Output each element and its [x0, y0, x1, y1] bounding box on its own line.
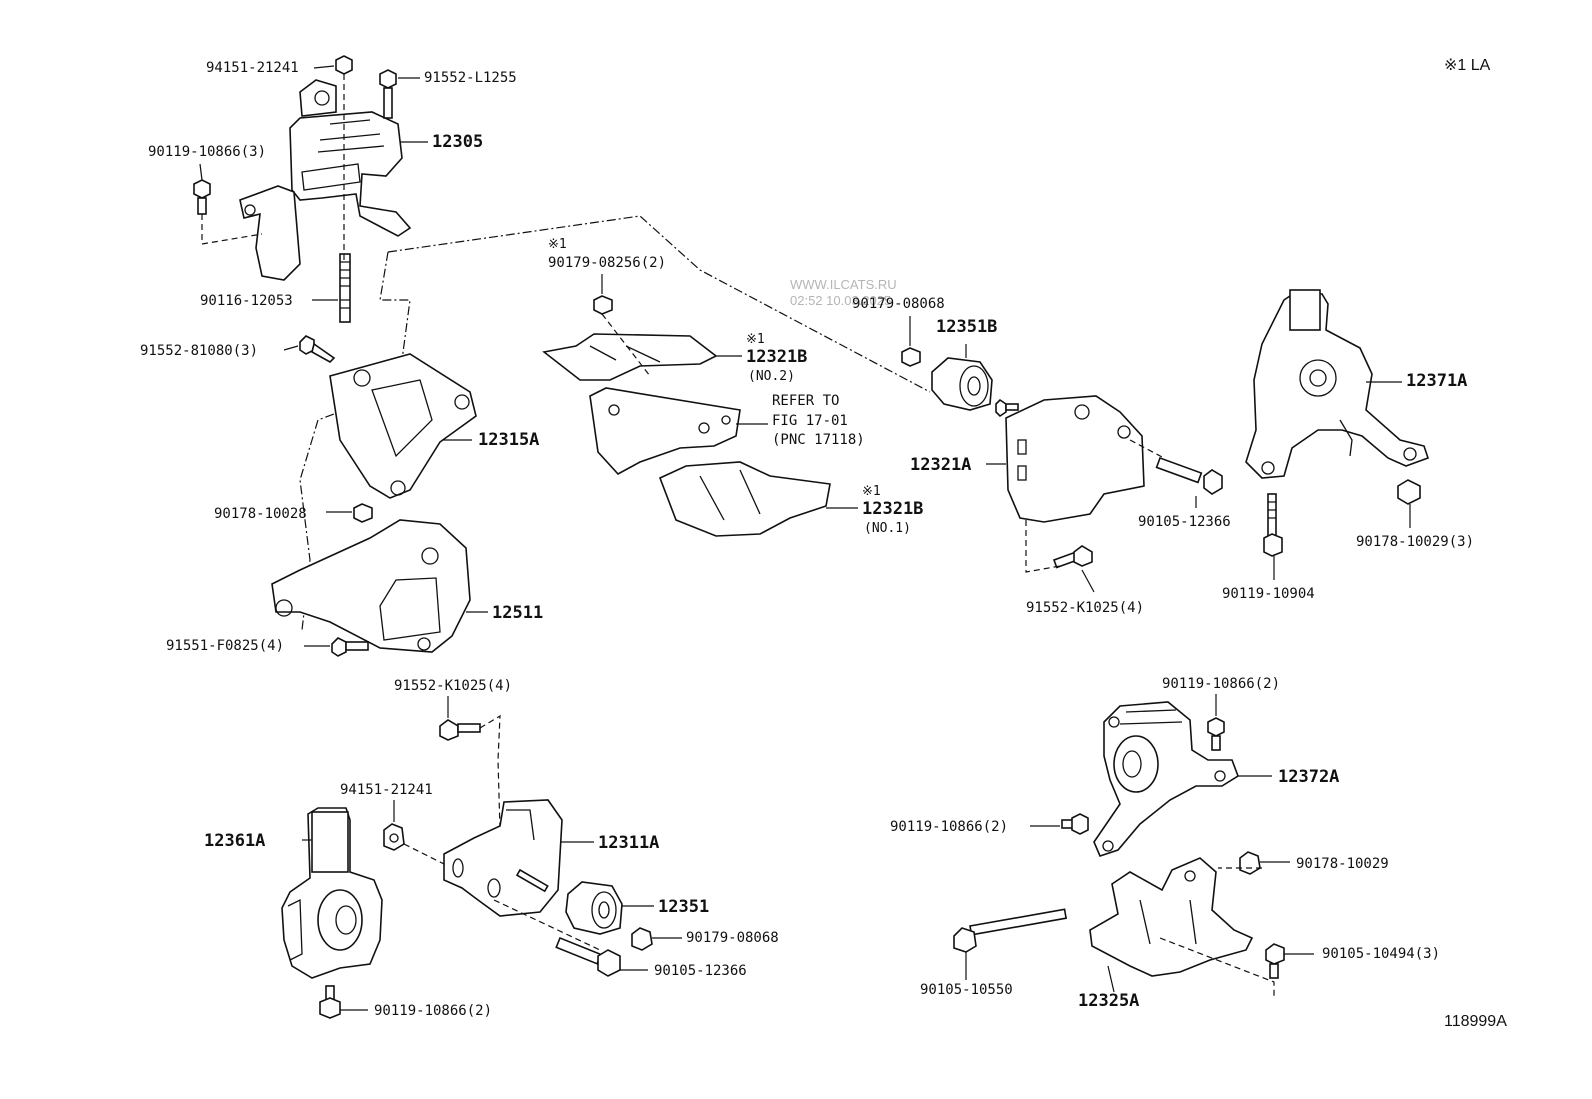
nut-90178-10029-3-icon [1397, 479, 1421, 505]
label-94151-21241-top: 94151-21241 [206, 60, 299, 76]
refer-line-2: FIG 17-01 [772, 413, 848, 429]
corner-note: ※1 LA [1444, 57, 1491, 74]
label-12321B-no1: 12321B [862, 499, 923, 519]
label-90105-12366-top: 90105-12366 [1138, 514, 1231, 530]
bolt-90119-10904-icon [1263, 493, 1283, 557]
label-12371A: 12371A [1406, 371, 1467, 391]
label-91552-L1255: 91552-L1255 [424, 70, 517, 86]
label-12305: 12305 [432, 132, 483, 152]
label-91552-K1025-4-mid: 91552-K1025(4) [394, 678, 512, 694]
label-12321A: 12321A [910, 455, 971, 475]
engine-mount-12305-icon [239, 79, 412, 281]
bolt-90105-10550-icon [953, 908, 1068, 953]
bolt-91552-K1025-right-icon [1052, 545, 1093, 569]
label-90178-10028: 90178-10028 [214, 506, 307, 522]
label-90179-08068-bot: 90179-08068 [686, 930, 779, 946]
bolt-91552-81080-icon [299, 335, 336, 363]
bushing-12351B-icon [931, 357, 993, 411]
label-90119-10904: 90119-10904 [1222, 586, 1315, 602]
bolt-91551-F0825-icon [331, 637, 369, 657]
label-90179-08068-top: 90179-08068 [852, 296, 945, 312]
watermark-site: WWW.ILCATS.RU [790, 277, 897, 292]
label-no1: (NO.1) [864, 521, 911, 536]
nut-90179-08256-icon [593, 295, 613, 315]
engine-mount-12361A-icon [281, 807, 383, 979]
engine-mount-12371A-icon [1245, 289, 1430, 479]
bolt-90105-10494-icon [1265, 943, 1285, 979]
bolt-pin-12311A-icon [515, 868, 549, 893]
refer-line-1: REFER TO [772, 393, 839, 409]
refer-line-3: (PNC 17118) [772, 432, 865, 448]
label-91551-F0825-4: 91551-F0825(4) [166, 638, 284, 654]
label-90119-10866-2-bot: 90119-10866(2) [374, 1003, 492, 1019]
bolt-91552-K1025-mid-icon [439, 719, 481, 741]
bracket-12315A-icon [329, 353, 477, 499]
label-12321B-no2: 12321B [746, 347, 807, 367]
label-90178-10029-3: 90178-10029(3) [1356, 534, 1474, 550]
mark-a: ※1 [548, 237, 567, 252]
label-91552-K1025-4-right: 91552-K1025(4) [1026, 600, 1144, 616]
label-90116-12053: 90116-12053 [200, 293, 293, 309]
heat-shield-12321B-no1-icon [658, 461, 831, 537]
mark-c: ※1 [862, 484, 881, 499]
bolt-91552-L1255-icon [379, 69, 397, 119]
label-90179-08256-2: 90179-08256(2) [548, 255, 666, 271]
label-12361A: 12361A [204, 831, 265, 851]
label-12372A: 12372A [1278, 767, 1339, 787]
label-90119-10866-2-mid: 90119-10866(2) [890, 819, 1008, 835]
label-12315A: 12315A [478, 430, 539, 450]
bolt-90119-10866-bot-icon [319, 985, 341, 1019]
label-90119-10866-3: 90119-10866(3) [148, 144, 266, 160]
label-no2: (NO.2) [748, 369, 795, 384]
nut-90179-08068-top-icon [901, 347, 921, 367]
figure-id: 118999A [1444, 1013, 1507, 1030]
bracket-12321A-icon [995, 395, 1145, 523]
bolt-90105-12366-top-icon [1155, 456, 1223, 495]
plate-fig-17-01-icon [589, 387, 741, 476]
label-90178-10029: 90178-10029 [1296, 856, 1389, 872]
label-12351: 12351 [658, 897, 709, 917]
engine-mount-12372A-icon [1093, 701, 1239, 857]
stud-90116-12053-icon [339, 253, 351, 323]
label-12511: 12511 [492, 603, 543, 623]
label-12311A: 12311A [598, 833, 659, 853]
bolt-90119-10866-icon [193, 179, 211, 215]
label-12351B: 12351B [936, 317, 997, 337]
bracket-12511-icon [271, 519, 471, 653]
reference-dashed-line [387, 215, 931, 393]
label-90105-10550: 90105-10550 [920, 982, 1013, 998]
mark-b: ※1 [746, 332, 765, 347]
label-90105-10494-3: 90105-10494(3) [1322, 946, 1440, 962]
label-91552-81080-3: 91552-81080(3) [140, 343, 258, 359]
bracket-12325A-icon [1089, 857, 1254, 977]
heat-shield-12321B-no2-icon [542, 333, 718, 381]
nut-94151-21241-icon [335, 55, 353, 75]
leader-lines [199, 65, 1411, 1011]
nut-90178-10029-icon [1239, 851, 1261, 875]
bolt-90105-12366-bot-icon [555, 936, 621, 977]
bushing-12351-icon [565, 881, 623, 935]
bolt-90119-10866-mid-icon [1061, 813, 1089, 835]
label-94151-21241-mid: 94151-21241 [340, 782, 433, 798]
watermark-stamp: 02:52 10.03.2025 [790, 293, 891, 308]
label-90105-12366-bot: 90105-12366 [654, 963, 747, 979]
nut-90178-10028-icon [353, 503, 373, 523]
nut-90179-08068-bot-icon [631, 927, 653, 951]
label-12325A: 12325A [1078, 991, 1139, 1011]
bracket-12311A-icon [443, 799, 563, 917]
bolt-90119-10866-top-icon [1207, 717, 1225, 751]
label-90119-10866-2-top: 90119-10866(2) [1162, 676, 1280, 692]
nut-94151-21241-mid-icon [383, 823, 405, 851]
